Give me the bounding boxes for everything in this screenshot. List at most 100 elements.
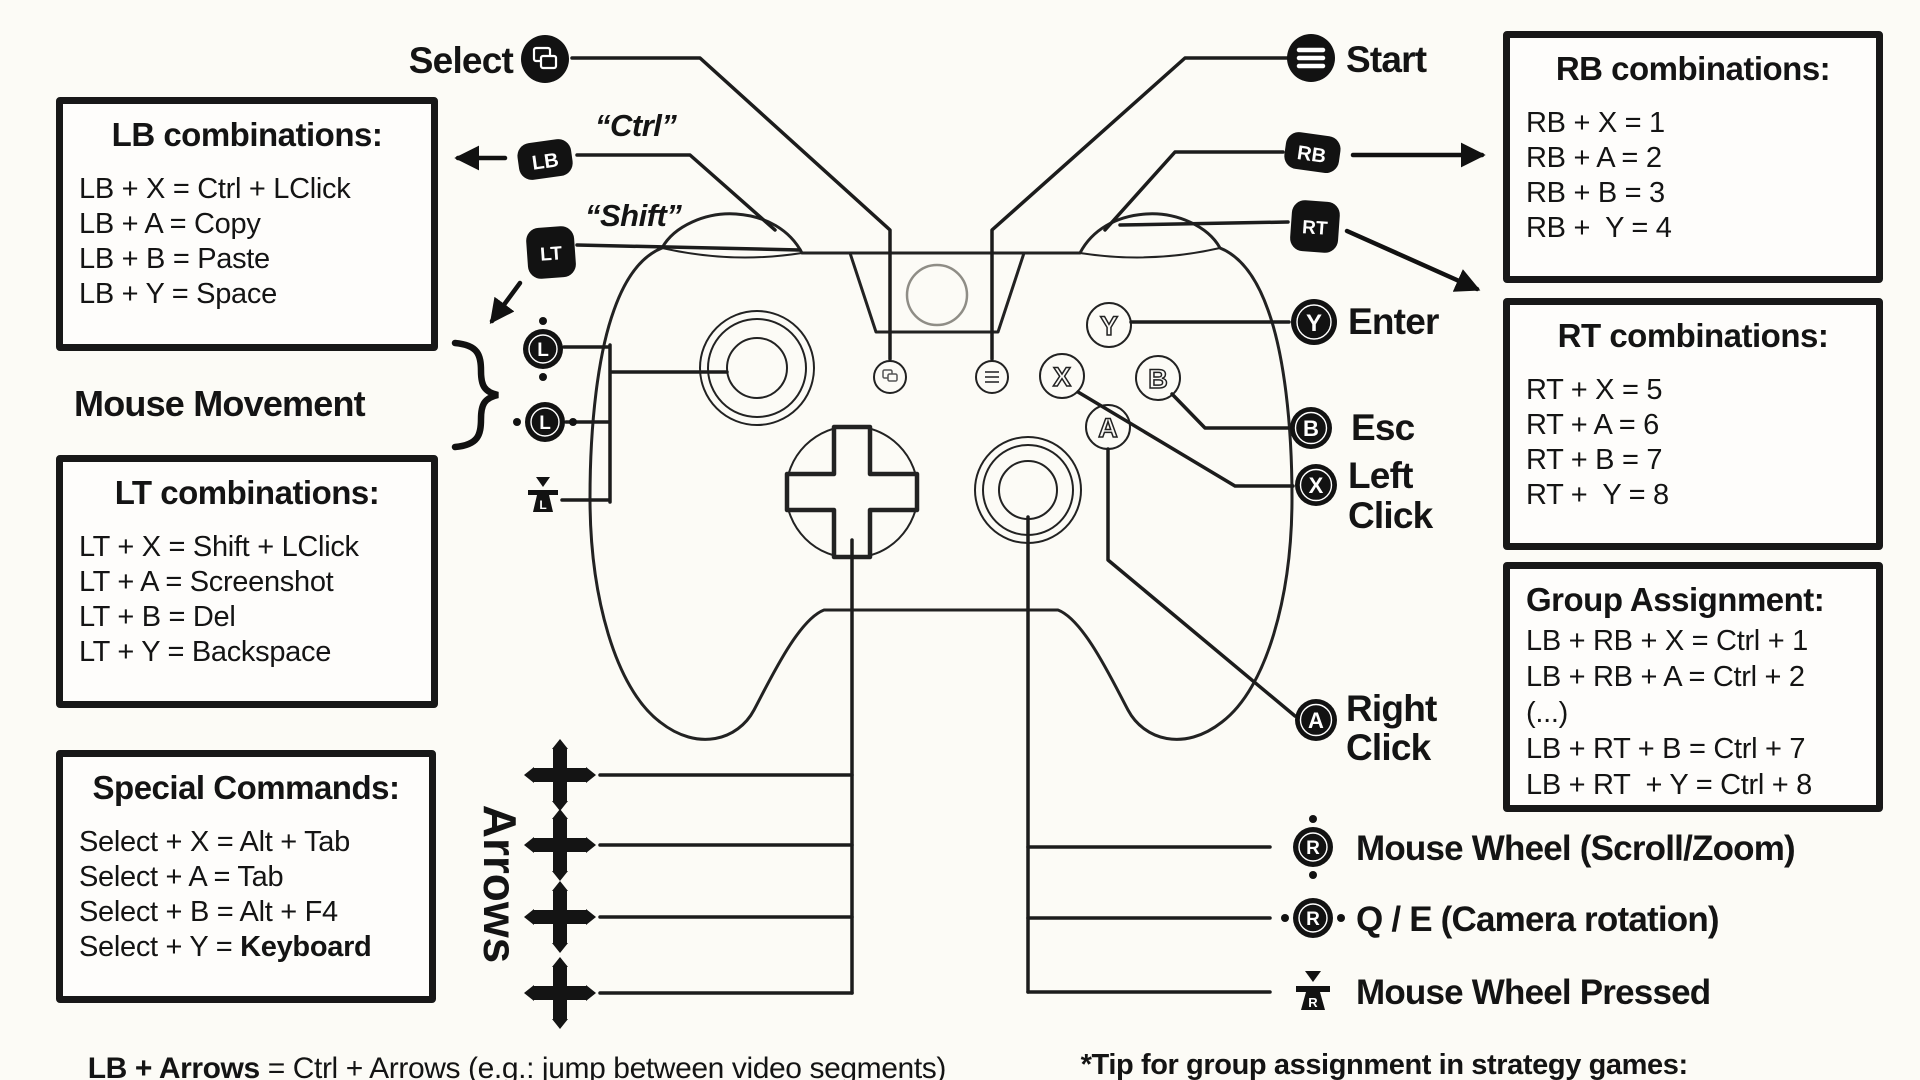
esc-b-icon: B bbox=[1290, 407, 1332, 449]
mapping-line: LT + X = Shift + LClick bbox=[79, 531, 359, 563]
mapping-line: LB + Y = Space bbox=[79, 278, 277, 310]
rb-bumper-label: RB bbox=[1296, 142, 1328, 168]
select-button bbox=[873, 360, 907, 394]
mapping-line: Select + A = Tab bbox=[79, 861, 284, 893]
esc-b-letter: B bbox=[1303, 416, 1319, 441]
enter-y-icon: Y bbox=[1291, 299, 1337, 345]
a-button-letter: A bbox=[1098, 413, 1118, 443]
left-click-leader bbox=[1076, 390, 1295, 488]
lb-box-title: LB combinations: bbox=[111, 116, 383, 153]
guide-button bbox=[905, 263, 969, 327]
b-button-letter: B bbox=[1148, 364, 1168, 394]
select-label: Select bbox=[408, 40, 514, 81]
rt-box-arrow bbox=[1344, 228, 1481, 292]
lt-box-title: LT combinations: bbox=[114, 474, 380, 511]
left-stick bbox=[699, 310, 815, 426]
mapping-line: LB + A = Copy bbox=[79, 208, 261, 240]
esc-leader bbox=[1170, 392, 1290, 430]
select-leader bbox=[570, 56, 892, 361]
start-button bbox=[975, 360, 1009, 394]
right-stick-leftright-icon: R bbox=[1281, 898, 1345, 938]
stick-legend-leader bbox=[560, 343, 729, 504]
group-box-title: Group Assignment: bbox=[1526, 581, 1825, 618]
mapping-line: LB + RT + B = Ctrl + 7 bbox=[1526, 733, 1806, 765]
esc-label: Esc bbox=[1351, 407, 1415, 448]
lt-arrows-footnote: LT + Arrows = Shift + Arrows (extend fil… bbox=[56, 1050, 819, 1080]
group-assignment-box: Group Assignment: LB + RB + X = Ctrl + 1… bbox=[1503, 562, 1883, 812]
group-tip-detail: LB + RB + X (Ctrl + 1), then RB + X (1) … bbox=[1056, 1048, 1867, 1080]
rt-leader bbox=[1118, 220, 1290, 227]
start-icon bbox=[1287, 34, 1335, 82]
lt-trigger-icon: LT bbox=[526, 226, 576, 279]
mapping-line: RT + B = 7 bbox=[1526, 444, 1663, 476]
rb-leader bbox=[1103, 150, 1285, 232]
mouse-wheel-scroll-label: Mouse Wheel (Scroll/Zoom) bbox=[1356, 829, 1796, 868]
lb-leader bbox=[575, 153, 777, 232]
mapping-line: LB + RT + Y = Ctrl + 8 bbox=[1526, 769, 1812, 801]
mouse-movement-label: Mouse Movement bbox=[74, 383, 366, 424]
left-click-x-letter: X bbox=[1309, 473, 1324, 498]
mapping-line: RT + A = 6 bbox=[1526, 409, 1659, 441]
right-bumper-line bbox=[1079, 247, 1221, 259]
mouse-wheel-pressed-label: Mouse Wheel Pressed bbox=[1356, 973, 1711, 1012]
mapping-line: Select + X = Alt + Tab bbox=[79, 826, 350, 858]
wheel-lines bbox=[1026, 845, 1272, 994]
lb-bumper-label: LB bbox=[531, 149, 560, 174]
arrow-ladder-lines bbox=[598, 773, 854, 995]
right-stick-updown-icon: R bbox=[1293, 815, 1333, 879]
lb-bumper-icon: LB bbox=[517, 139, 573, 180]
face-buttons: Y X B A bbox=[1039, 302, 1181, 450]
lb-combinations-box: LB combinations: LB + X = Ctrl + LClick … bbox=[56, 97, 438, 351]
right-click-a-letter: A bbox=[1308, 708, 1324, 733]
rt-trigger-icon: RT bbox=[1290, 200, 1340, 253]
mouse-movement-brace bbox=[451, 339, 499, 451]
lstick-letter: L bbox=[539, 413, 551, 434]
group-tip-title: *Tip for group assignment in strategy ga… bbox=[1080, 1049, 1688, 1080]
lstick-pressed-letter: L bbox=[539, 498, 546, 512]
lb-arrows-footnote: LB + Arrows = Ctrl + Arrows (e.g.: jump … bbox=[87, 1052, 947, 1080]
shift-label: “Shift” bbox=[585, 198, 682, 233]
y-button bbox=[1086, 302, 1132, 348]
center-recess bbox=[848, 252, 1026, 334]
mapping-line: LT + B = Del bbox=[79, 601, 236, 633]
lt-leader bbox=[575, 243, 802, 252]
mapping-line: RB + A = 2 bbox=[1526, 142, 1662, 174]
enter-y-letter: Y bbox=[1306, 310, 1322, 337]
mapping-line: RB + B = 3 bbox=[1526, 177, 1665, 209]
rt-trigger-label: RT bbox=[1301, 217, 1328, 240]
leader-lines bbox=[560, 56, 1297, 995]
lstick-letter: L bbox=[537, 340, 549, 361]
mapping-line: RB + Y = 4 bbox=[1526, 212, 1672, 244]
mapping-line: Select + Y = Keyboard bbox=[79, 931, 372, 963]
arrows-label: Arrows bbox=[474, 804, 526, 964]
special-commands-box: Special Commands: Select + X = Alt + Tab… bbox=[56, 750, 436, 1003]
ctrl-label: “Ctrl” bbox=[595, 108, 677, 143]
rb-combinations-box: RB combinations: RB + X = 1 RB + A = 2 R… bbox=[1503, 31, 1883, 283]
enter-label: Enter bbox=[1348, 301, 1439, 342]
mapping-line: LB + B = Paste bbox=[79, 243, 270, 275]
y-button-letter: Y bbox=[1100, 311, 1118, 341]
start-leader bbox=[990, 56, 1290, 361]
select-icon bbox=[521, 35, 569, 83]
right-click-a-icon: A bbox=[1295, 699, 1337, 741]
left-bumper-line bbox=[661, 247, 803, 259]
mapping-line: LB + RB + X = Ctrl + 1 bbox=[1526, 625, 1808, 657]
left-click-label: Left Click bbox=[1348, 455, 1433, 536]
special-box-title: Special Commands: bbox=[92, 769, 400, 806]
left-stick-pressed-icon: L bbox=[528, 477, 558, 512]
mapping-line: LB + RB + A = Ctrl + 2 bbox=[1526, 661, 1805, 693]
left-click-x-icon: X bbox=[1295, 464, 1337, 506]
lt-trigger-label: LT bbox=[540, 243, 564, 265]
rstick-pressed-letter: R bbox=[1308, 995, 1318, 1010]
pointer-arrows bbox=[454, 142, 1486, 324]
dpad bbox=[784, 424, 920, 560]
x-button bbox=[1039, 353, 1085, 399]
rt-combinations-box: RT combinations: RT + X = 5 RT + A = 6 R… bbox=[1503, 298, 1883, 550]
mapping-line: RT + Y = 8 bbox=[1526, 479, 1669, 511]
right-stick-pressed-icon: R bbox=[1296, 971, 1330, 1010]
mapping-line: RB + X = 1 bbox=[1526, 107, 1665, 139]
mapping-line: Select + B = Alt + F4 bbox=[79, 896, 338, 928]
right-click-label: Right Click bbox=[1346, 688, 1447, 768]
